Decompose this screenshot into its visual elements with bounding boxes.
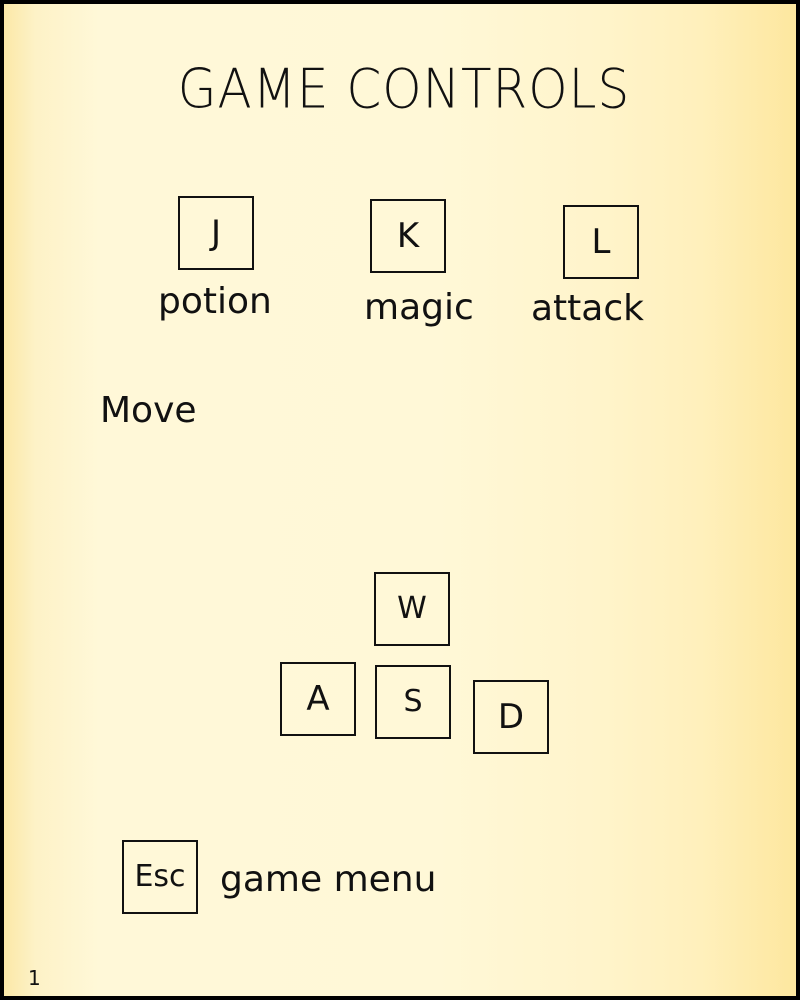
page-title: GAME CONTROLS bbox=[177, 57, 631, 121]
page-number: 1 bbox=[28, 966, 41, 990]
magic-label: magic bbox=[364, 287, 474, 328]
potion-label: potion bbox=[158, 281, 272, 322]
key-esc[interactable]: Esc bbox=[122, 840, 198, 914]
key-k[interactable]: K bbox=[370, 199, 446, 273]
key-s[interactable]: S bbox=[375, 665, 451, 739]
move-label: Move bbox=[100, 390, 197, 431]
attack-label: attack bbox=[531, 288, 644, 329]
key-l[interactable]: L bbox=[563, 205, 639, 279]
key-d[interactable]: D bbox=[473, 680, 549, 754]
key-w[interactable]: W bbox=[374, 572, 450, 646]
key-a[interactable]: A bbox=[280, 662, 356, 736]
key-j[interactable]: J bbox=[178, 196, 254, 270]
game-menu-label: game menu bbox=[220, 859, 437, 900]
